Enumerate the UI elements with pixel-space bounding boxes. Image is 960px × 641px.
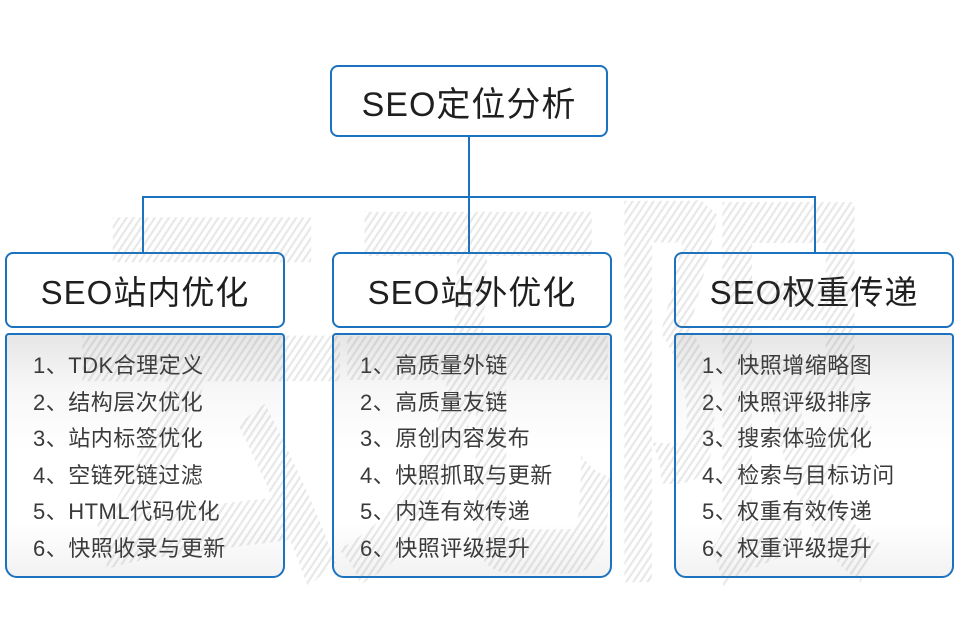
branch-header-onsite: SEO站内优化 — [5, 252, 285, 328]
branch-list-offsite: 1、高质量外链 2、高质量友链 3、原创内容发布 4、快照抓取与更新 5、内连有… — [332, 333, 612, 578]
list-item: 6、快照收录与更新 — [33, 535, 226, 561]
list-item: 3、原创内容发布 — [360, 426, 531, 451]
list-item: 2、结构层次优化 — [33, 389, 204, 415]
branch-list-onsite: 1、TDK合理定义 2、结构层次优化 3、站内标签优化 4、空链死链过滤 5、H… — [5, 333, 285, 578]
connector-horizontal-bus — [142, 196, 816, 198]
list-item: 5、HTML代码优化 — [33, 499, 221, 524]
connector-root-vertical — [468, 136, 470, 197]
list-item: 6、权重评级提升 — [702, 535, 873, 561]
branch-onsite-optimization: SEO站内优化 1、TDK合理定义 2、结构层次优化 3、站内标签优化 4、空链… — [5, 252, 285, 578]
branch-offsite-optimization: SEO站外优化 1、高质量外链 2、高质量友链 3、原创内容发布 4、快照抓取与… — [332, 252, 612, 578]
root-node: SEO定位分析 — [330, 65, 608, 137]
connector-drop-middle — [468, 196, 470, 255]
list-item: 1、快照增缩略图 — [702, 353, 873, 378]
branch-title: SEO站内优化 — [40, 274, 250, 311]
list-item: 4、快照抓取与更新 — [360, 462, 553, 488]
list-item: 5、内连有效传递 — [360, 499, 531, 524]
list-item: 4、空链死链过滤 — [33, 462, 204, 488]
list-item: 3、站内标签优化 — [33, 426, 204, 451]
connector-drop-right — [814, 196, 816, 255]
branch-weight-transfer: SEO权重传递 1、快照增缩略图 2、快照评级排序 3、搜索体验优化 4、检索与… — [674, 252, 954, 578]
connector-drop-left — [142, 196, 144, 254]
list-item: 2、高质量友链 — [360, 389, 508, 415]
branch-title: SEO权重传递 — [709, 274, 919, 311]
list-item: 4、检索与目标访问 — [702, 462, 895, 488]
branch-list-weight: 1、快照增缩略图 2、快照评级排序 3、搜索体验优化 4、检索与目标访问 5、权… — [674, 333, 954, 578]
root-node-label: SEO定位分析 — [361, 85, 577, 124]
list-item: 5、权重有效传递 — [702, 499, 873, 524]
branch-header-weight: SEO权重传递 — [674, 252, 954, 328]
branch-title: SEO站外优化 — [367, 274, 577, 311]
list-item: 2、快照评级排序 — [702, 389, 873, 415]
list-item: 1、高质量外链 — [360, 353, 508, 378]
list-item: 6、快照评级提升 — [360, 535, 531, 561]
branch-header-offsite: SEO站外优化 — [332, 252, 612, 328]
list-item: 1、TDK合理定义 — [33, 353, 204, 378]
list-item: 3、搜索体验优化 — [702, 426, 873, 451]
